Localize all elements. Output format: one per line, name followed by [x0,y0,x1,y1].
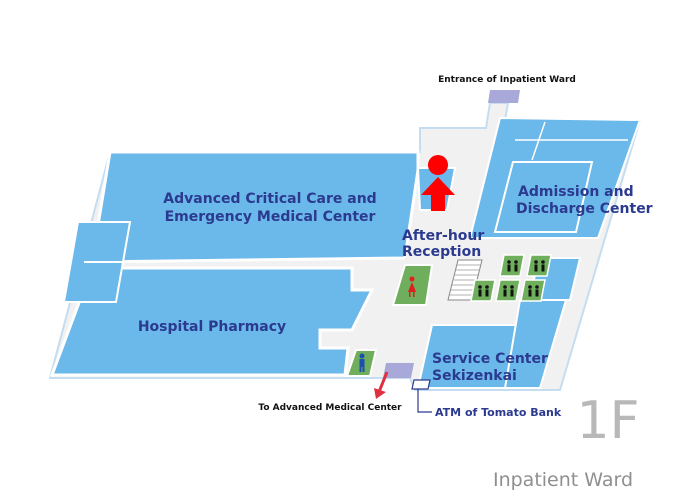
pharmacy-label: Hospital Pharmacy [138,319,286,335]
service-center-label-2: Sekizenkai [432,368,517,384]
elevators [470,254,552,302]
elevator-icon [470,279,496,302]
after-hour-label-1: After-hour [402,228,484,244]
rooms [49,116,642,389]
service-center-label-1: Service Center [432,351,548,367]
admission-label-2: Discharge Center [516,201,653,217]
to-advanced-center-label: To Advanced Medical Center [258,403,402,413]
elevator-icon [526,254,552,277]
after-hour-reception [402,212,470,270]
mens-restroom-icon [345,349,378,377]
after-hour-label-2: Reception [402,244,481,260]
critical-care-label-1: Advanced Critical Care and [163,191,376,207]
building-name: Inpatient Ward [493,469,633,491]
critical-care-label-2: Emergency Medical Center [165,209,376,225]
inpatient-entrance-marker [488,90,520,103]
elevator-icon [495,279,521,302]
entrance-inpatient-label: Entrance of Inpatient Ward [438,75,576,85]
service-side-room [503,299,568,389]
elevator-icon [520,279,546,302]
critical-care-room [90,150,420,264]
womens-restroom-icon [391,264,434,306]
admission-label-1: Admission and [518,184,634,200]
atm-box [411,379,431,390]
pharmacy-room [49,266,375,377]
atm-label: ATM of Tomato Bank [435,406,562,419]
admission-inner [493,161,594,233]
atm-leader-line [417,389,432,413]
advanced-center-connector [383,363,414,378]
current-location-icon [421,155,455,211]
floor-number: 1F [577,391,640,451]
direction-arrow-icon [374,371,389,399]
elevator-icon [499,254,525,277]
